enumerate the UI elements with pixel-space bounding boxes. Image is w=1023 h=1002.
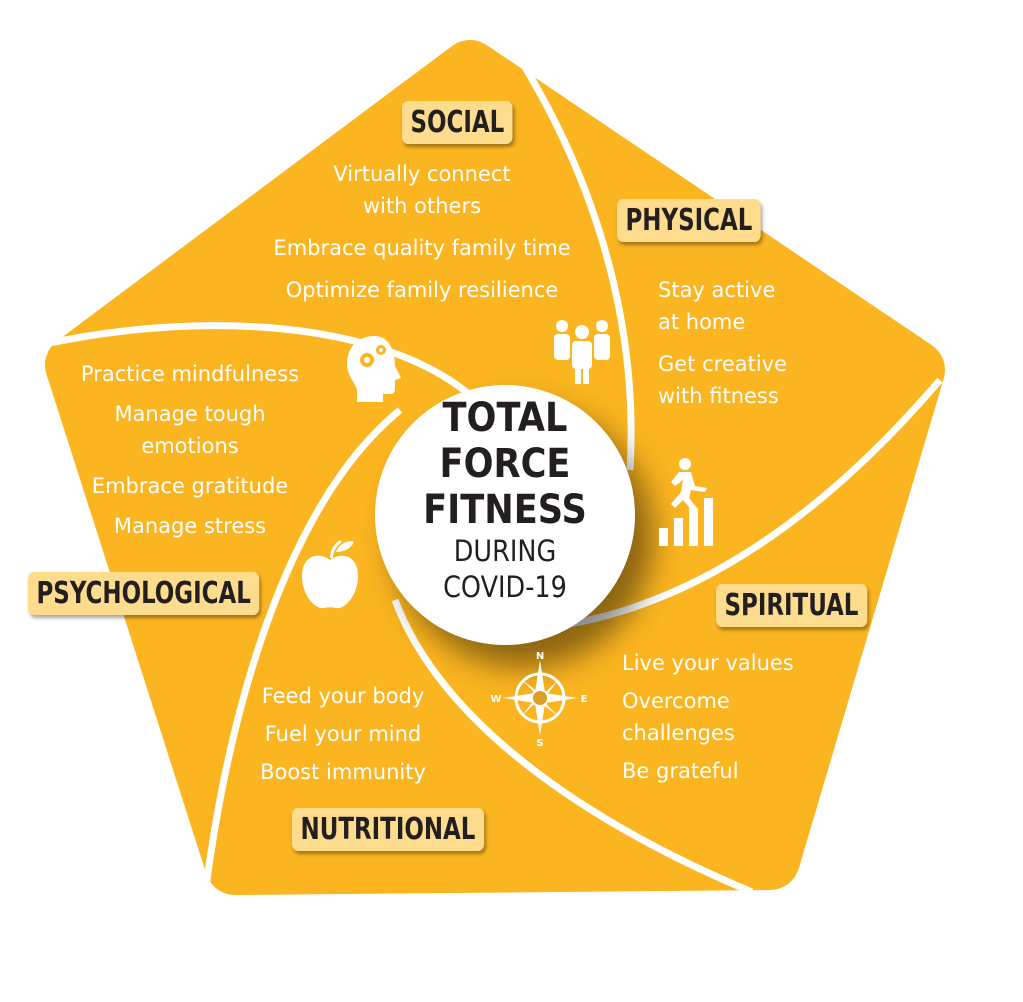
physical-text: Stay active at home Get creative with fi… bbox=[658, 274, 787, 412]
center-title-circle: TOTAL FORCE FITNESS DURING COVID-19 bbox=[375, 385, 635, 645]
nutritional-item: Fuel your mind bbox=[264, 722, 422, 746]
label-spiritual: SPIRITUAL bbox=[716, 584, 867, 627]
title-line: FORCE bbox=[439, 441, 571, 487]
spiritual-item: Be grateful bbox=[622, 759, 739, 783]
psychological-item: Practice mindfulness bbox=[80, 362, 300, 386]
physical-item: at home bbox=[658, 310, 746, 334]
physical-item: Stay active bbox=[658, 278, 776, 302]
compass-s: S bbox=[536, 738, 543, 746]
spiritual-item: challenges bbox=[622, 721, 735, 745]
psychological-item: Manage tough bbox=[114, 402, 266, 426]
compass-n: N bbox=[536, 651, 544, 662]
label-nutritional: NUTRITIONAL bbox=[292, 808, 484, 851]
label-psychological: PSYCHOLOGICAL bbox=[28, 572, 260, 615]
subtitle-line: DURING bbox=[453, 534, 557, 568]
title-line: FITNESS bbox=[423, 487, 587, 533]
runner-stairs-icon bbox=[659, 458, 713, 546]
spiritual-item: Overcome bbox=[622, 689, 730, 713]
title-line: TOTAL bbox=[442, 395, 568, 441]
social-item: Embrace quality family time bbox=[273, 236, 571, 260]
compass-icon: N E S W bbox=[490, 651, 588, 746]
nutritional-item: Feed your body bbox=[261, 684, 425, 708]
psychological-text: Practice mindfulness Manage tough emotio… bbox=[70, 358, 310, 542]
nutritional-item: Boost immunity bbox=[260, 760, 426, 784]
subtitle-line: COVID-19 bbox=[443, 570, 567, 604]
psychological-item: emotions bbox=[141, 434, 239, 458]
head-gears-icon bbox=[347, 336, 401, 402]
physical-item: Get creative bbox=[658, 352, 788, 376]
social-item: Virtually connect bbox=[333, 162, 511, 186]
compass-e: E bbox=[581, 694, 588, 705]
psychological-item: Embrace gratitude bbox=[91, 474, 289, 498]
compass-w: W bbox=[490, 694, 501, 705]
social-item: Optimize family resilience bbox=[285, 278, 559, 302]
spiritual-item: Live your values bbox=[622, 651, 794, 675]
apple-icon bbox=[302, 540, 358, 609]
label-physical: PHYSICAL bbox=[617, 199, 761, 242]
social-text: Virtually connect with others Embrace qu… bbox=[262, 158, 582, 306]
psychological-item: Manage stress bbox=[113, 514, 267, 538]
physical-item: with fitness bbox=[658, 384, 779, 408]
social-item: with others bbox=[362, 194, 482, 218]
nutritional-text: Feed your body Fuel your mind Boost immu… bbox=[243, 680, 443, 788]
spiritual-text: Live your values Overcome challenges Be … bbox=[622, 647, 794, 787]
people-group-icon bbox=[554, 320, 610, 384]
divider-curves bbox=[39, 38, 943, 896]
label-social: SOCIAL bbox=[402, 101, 513, 144]
